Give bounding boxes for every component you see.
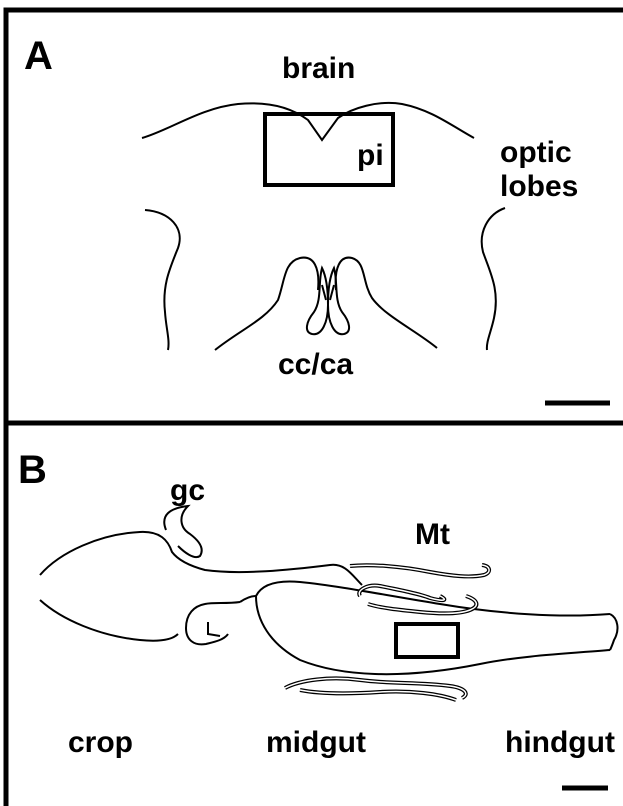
gut-connection	[240, 596, 256, 602]
optic-label-line2: lobes	[500, 172, 578, 202]
gc-label: gc	[170, 476, 205, 506]
crop-lower-outline	[40, 600, 178, 641]
midgut-label: midgut	[266, 728, 366, 758]
right-optic-lobe	[482, 208, 505, 350]
panel-b-letter: B	[18, 450, 47, 490]
hindgut-label: hindgut	[505, 728, 615, 758]
cc-ca-structure-2	[328, 268, 349, 334]
crop-outline	[40, 532, 362, 585]
hindgut-end	[610, 614, 617, 650]
optic-label-line1: optic	[500, 138, 572, 168]
ventral-outline-left	[215, 258, 318, 350]
brain-label: brain	[282, 54, 355, 84]
left-optic-lobe	[145, 210, 180, 350]
panel-a-drawing	[142, 103, 505, 350]
midgut-outline	[256, 596, 610, 674]
lower-caecum	[186, 602, 240, 644]
midgut-box	[396, 624, 458, 657]
panel-a-letter: A	[24, 36, 53, 76]
gastric-caecum	[164, 506, 201, 557]
malpighian-tubule-upper	[350, 565, 489, 613]
panel-b-drawing	[40, 506, 617, 700]
ventral-outline-right	[336, 258, 437, 348]
cc-ca-label: cc/ca	[278, 350, 353, 380]
pi-label: pi	[357, 141, 384, 171]
mt-label: Mt	[415, 520, 450, 550]
crop-label: crop	[68, 728, 133, 758]
brain-outline	[142, 103, 474, 140]
